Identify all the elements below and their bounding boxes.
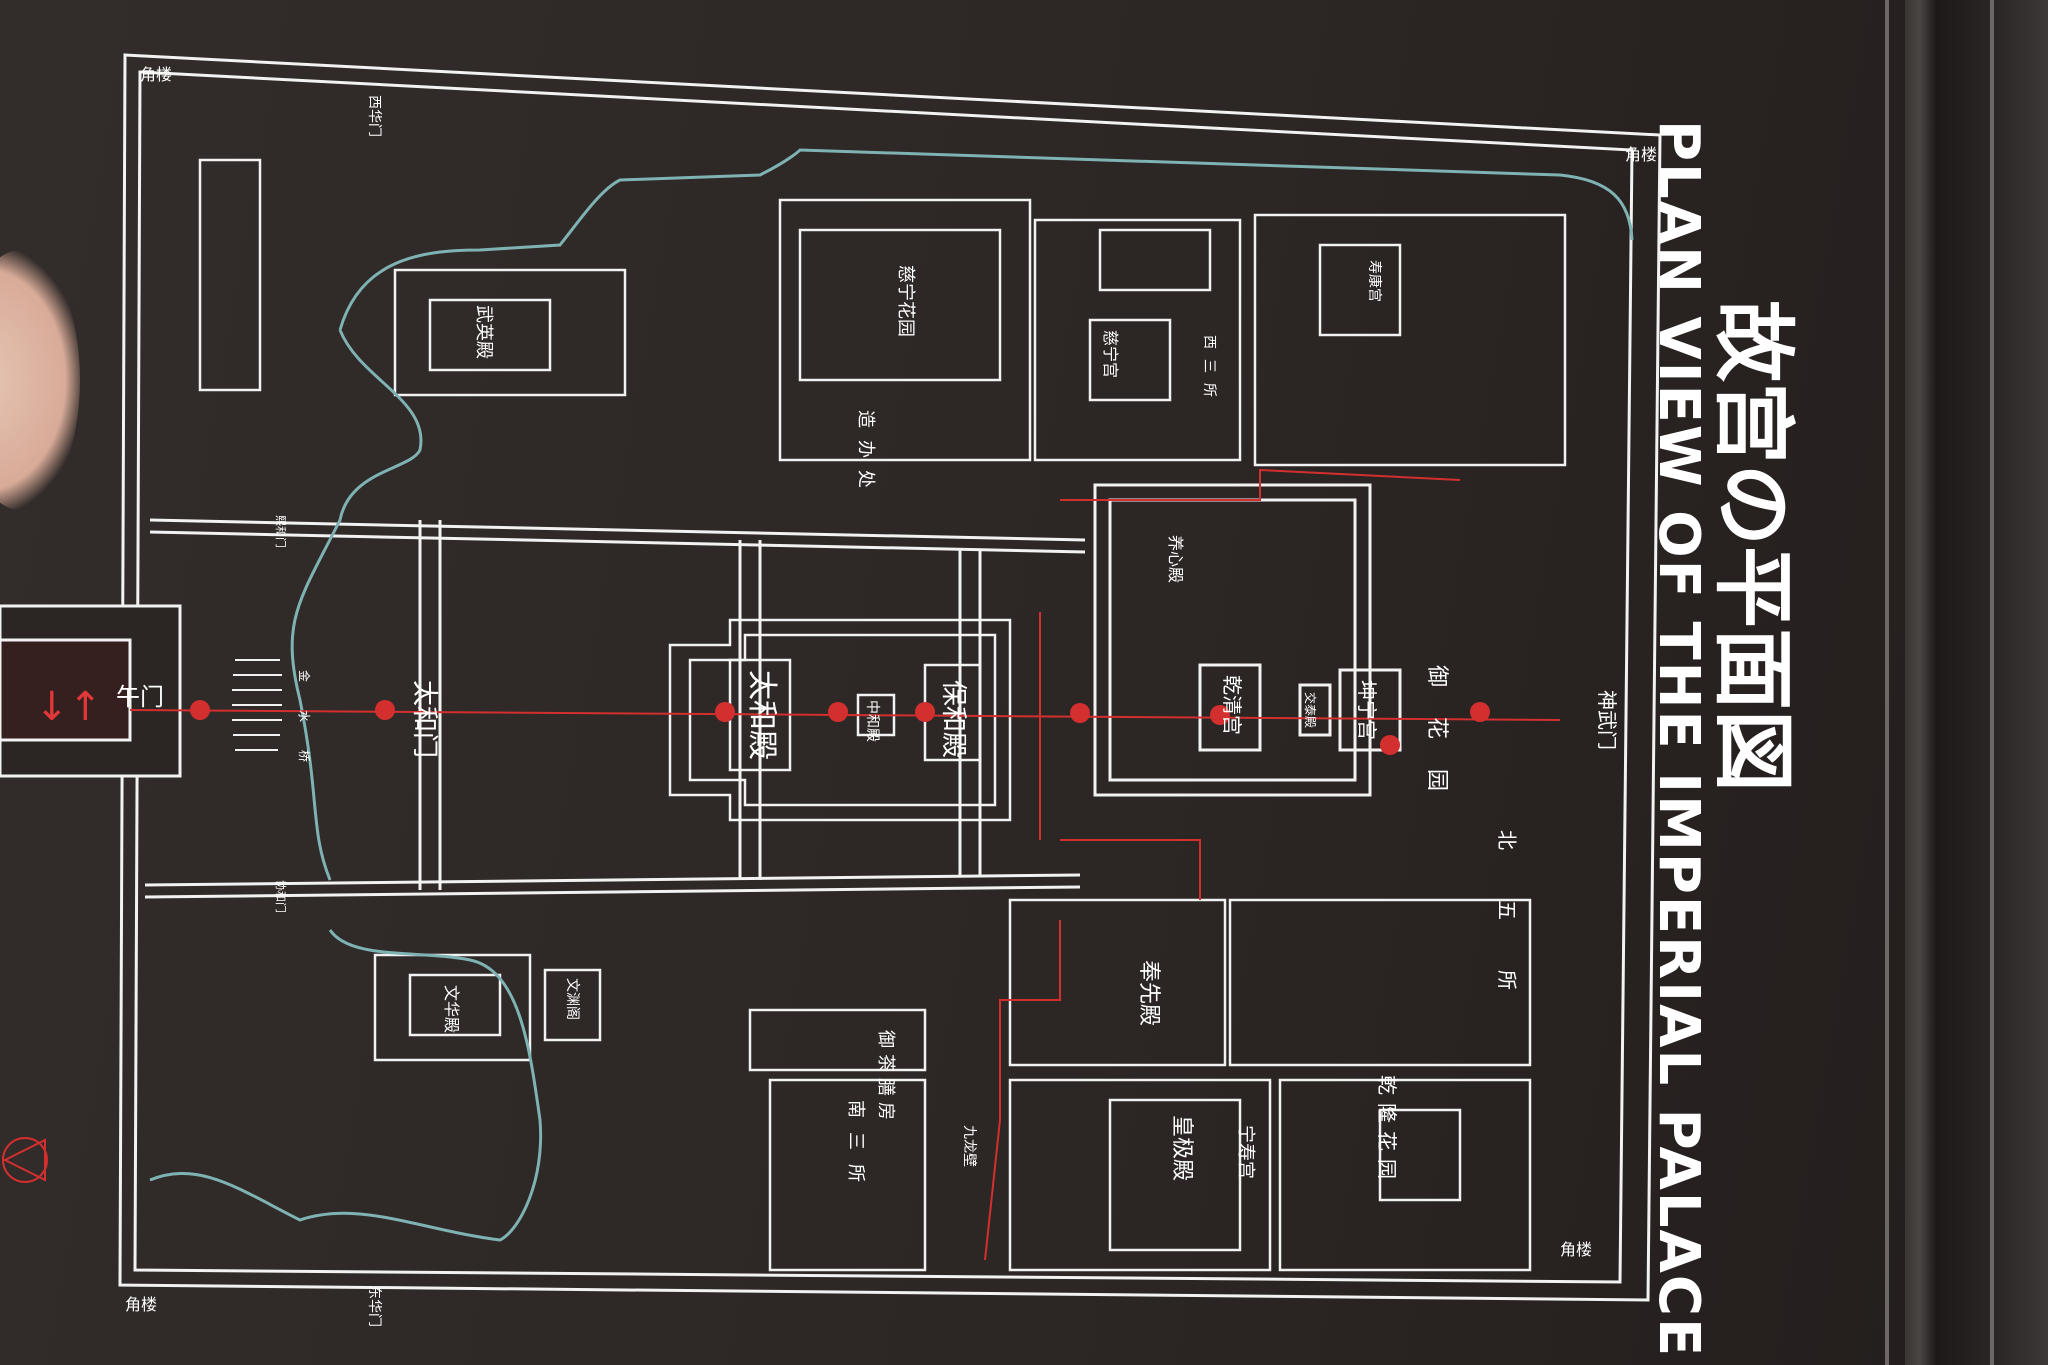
label-jiaolou-se[interactable]: 角楼	[1560, 1240, 1592, 1259]
label-jiaolou-ne[interactable]: 角楼	[1625, 145, 1657, 164]
label-taihemen[interactable]: 太和门	[409, 680, 439, 758]
label-yuchafang[interactable]: 御茶膳房	[875, 1030, 896, 1126]
label-jiaolou-sw[interactable]: 角楼	[125, 1295, 157, 1314]
jinshui-bridges	[232, 659, 282, 751]
label-zaobanchu[interactable]: 造办处	[855, 410, 876, 500]
label-xihemen[interactable]: 熙和门	[274, 515, 288, 548]
compass-icon	[2, 1137, 48, 1183]
title-en: PLAN VIEW OF THE IMPERIAL PALACE	[1646, 120, 1711, 1358]
label-wenhuadian[interactable]: 文华殿	[442, 985, 461, 1033]
label-shenwumen[interactable]: 神武门	[1595, 690, 1619, 750]
inner-river	[149, 148, 1634, 1242]
entrance-arrows: ↓↑	[35, 684, 102, 730]
label-xiehemen[interactable]: 协和门	[274, 880, 288, 913]
wumen-label[interactable]: 午门	[116, 683, 164, 711]
label-jiulongbi[interactable]: 九龙壁	[961, 1125, 977, 1167]
label-huangjidian[interactable]: 皇极殿	[1169, 1115, 1194, 1181]
label-xihuamen[interactable]: 西华门	[366, 95, 382, 137]
label-cining-huayuan[interactable]: 慈宁花园	[895, 265, 916, 337]
label-zhonghedian[interactable]: 中和殿	[864, 700, 880, 742]
label-beiwusuo[interactable]: 北五所	[1495, 830, 1519, 1040]
outer-wall	[118, 53, 1662, 1302]
label-jinshuiqiao[interactable]: 金水桥	[297, 670, 312, 790]
label-qianlong-huayuan[interactable]: 乾隆花园	[1375, 1075, 1399, 1187]
label-jiaolou-nw[interactable]: 角楼	[140, 65, 172, 84]
inner-wall	[133, 70, 1634, 1284]
title-cn: 故宫の平面図	[1705, 300, 1800, 792]
label-wuyingdian[interactable]: 武英殿	[473, 305, 494, 359]
frame-edge	[1885, 0, 1889, 1365]
label-jiaotaidian[interactable]: 交泰殿	[1303, 692, 1318, 728]
visitor-route	[129, 468, 1561, 1261]
label-donghuamen[interactable]: 东华门	[366, 1285, 382, 1327]
label-fengxiandian[interactable]: 奉先殿	[1136, 960, 1161, 1026]
sign-frame	[1905, 0, 2048, 1365]
label-baohedian[interactable]: 保和殿	[938, 680, 968, 758]
label-yuhuayuan[interactable]: 御花园	[1424, 665, 1449, 821]
label-xisansuo[interactable]: 西三所	[1201, 335, 1217, 407]
label-nansansuo[interactable]: 南三所	[845, 1100, 866, 1196]
label-qianqinggong[interactable]: 乾清宫	[1220, 675, 1244, 735]
label-ningshougong[interactable]: 宁寿宫	[1235, 1125, 1256, 1179]
label-taihedian[interactable]: 太和殿	[744, 670, 779, 760]
label-yangxindian[interactable]: 养心殿	[1166, 535, 1185, 583]
label-cininggong[interactable]: 慈宁宫	[1101, 330, 1120, 378]
label-shoukanggong[interactable]: 寿康宫	[1366, 260, 1383, 302]
label-kunninggong[interactable]: 坤宁宫	[1355, 680, 1379, 740]
label-wenyuange[interactable]: 文渊阁	[564, 978, 580, 1020]
frame-edge	[1990, 0, 1994, 1365]
